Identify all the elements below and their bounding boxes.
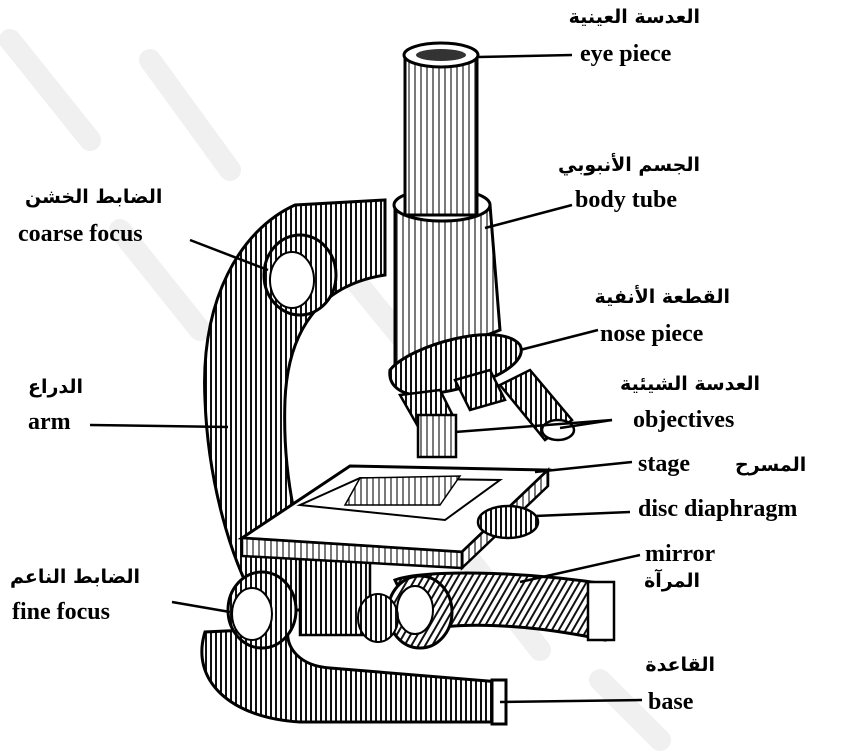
eye-piece-tube <box>405 55 477 215</box>
label-arm-ar: الدراع <box>28 378 83 397</box>
label-objectives-ar: العدسة الشيئية <box>620 375 760 394</box>
coarse-focus-knob <box>264 235 336 315</box>
label-eye-piece-ar: العدسة العينية <box>569 8 700 27</box>
label-arm: arm <box>28 410 71 434</box>
disc-diaphragm <box>478 506 538 538</box>
label-disc-diaphragm: disc diaphragm <box>638 497 797 521</box>
label-fine-focus-ar: الضابط الناعم <box>10 568 140 587</box>
label-nose-piece: nose piece <box>600 322 703 346</box>
label-coarse-focus: coarse focus <box>18 222 143 246</box>
label-eye-piece: eye piece <box>580 42 671 66</box>
label-body-tube: body tube <box>575 188 677 212</box>
eye-piece-lens <box>416 49 466 61</box>
label-nose-piece-ar: القطعة الأنفية <box>595 288 730 307</box>
label-stage-ar: المسرح <box>735 456 806 475</box>
label-mirror-ar: المرآة <box>644 572 700 591</box>
label-mirror: mirror <box>645 542 715 566</box>
label-base-ar: القاعدة <box>645 656 715 675</box>
fine-focus-knob <box>228 572 296 648</box>
label-objectives: objectives <box>633 408 734 432</box>
mirror <box>358 576 452 648</box>
label-body-tube-ar: الجسم الأنبوبي <box>558 156 700 175</box>
label-fine-focus: fine focus <box>12 600 110 624</box>
mirror-bracket-end <box>588 582 614 640</box>
label-coarse-focus-ar: الضابط الخشن <box>25 188 162 207</box>
label-stage: stage <box>638 452 690 476</box>
label-base: base <box>648 690 693 714</box>
